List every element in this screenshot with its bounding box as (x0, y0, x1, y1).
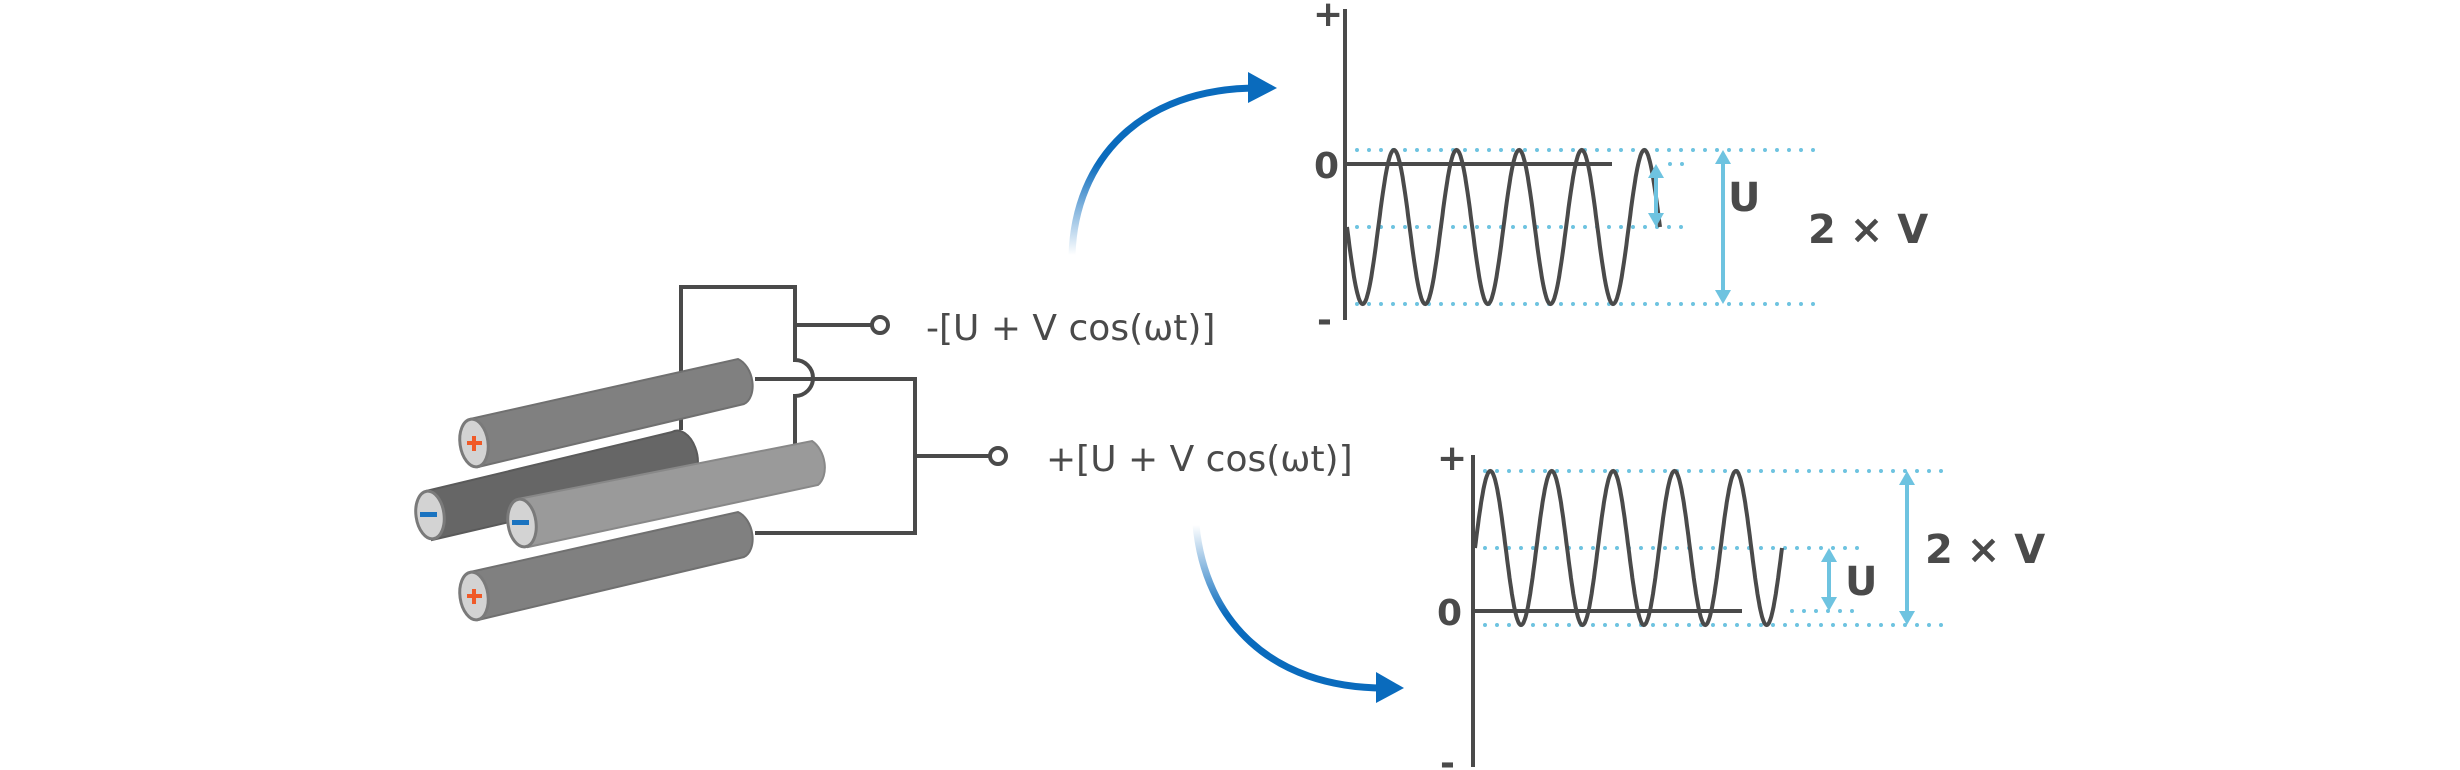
axis-minus-label: - (1440, 743, 1455, 770)
waveform (1345, 147, 1662, 307)
waveform (1473, 468, 1784, 628)
circuit-wires (679, 285, 990, 535)
u-label: U (1845, 559, 1877, 605)
amplitude-arrow (1899, 471, 1915, 625)
arrowhead-icon (1376, 672, 1404, 703)
u-label: U (1728, 175, 1760, 221)
axis-minus-label: - (1317, 300, 1332, 341)
arrowhead-down-icon (1715, 290, 1731, 304)
wire-negative-loop (679, 285, 815, 445)
positive-voltage-formula: +[U + V cos(ωt)] (1046, 439, 1353, 480)
positive-waveform-plot: + 0 - U 2 × V (1437, 438, 2045, 770)
rod-right-negative (506, 439, 826, 549)
guide-lines (1483, 469, 1946, 627)
arrow-to-negative-plot (1068, 72, 1277, 256)
arrowhead-up-icon (1821, 548, 1837, 562)
amplitude-label: 2 × V (1808, 207, 1928, 253)
terminal-negative (870, 315, 890, 335)
amplitude-arrow (1715, 150, 1731, 304)
arrowhead-down-icon (1648, 213, 1664, 227)
quadrupole-rods (414, 357, 826, 622)
negative-voltage-formula: -[U + V cos(ωt)] (926, 308, 1215, 349)
arrowhead-down-icon (1821, 597, 1837, 611)
plus-sign-icon (467, 436, 482, 451)
arrowhead-up-icon (1715, 150, 1731, 164)
axis-plus-label: + (1313, 0, 1343, 35)
amplitude-label: 2 × V (1925, 527, 2045, 573)
guide-lines (1355, 148, 1824, 306)
minus-sign-icon (512, 520, 529, 525)
u-arrow (1648, 164, 1664, 227)
arrowhead-icon (1248, 72, 1277, 103)
arrowhead-up-icon (1899, 471, 1915, 485)
arrowhead-up-icon (1648, 164, 1664, 178)
arrowhead-down-icon (1899, 611, 1915, 625)
terminal-positive (988, 446, 1008, 466)
rod-bottom-positive (458, 510, 754, 622)
axis-zero-label: 0 (1437, 593, 1462, 634)
minus-sign-icon (420, 512, 437, 517)
axis-plus-label: + (1437, 438, 1467, 479)
rod-top-positive (458, 357, 754, 469)
negative-waveform-plot: + 0 - U 2 × V (1313, 0, 1928, 341)
u-arrow (1821, 548, 1837, 611)
axis-zero-label: 0 (1314, 146, 1339, 187)
arrow-to-positive-plot (1192, 524, 1404, 703)
plus-sign-icon (467, 589, 482, 604)
